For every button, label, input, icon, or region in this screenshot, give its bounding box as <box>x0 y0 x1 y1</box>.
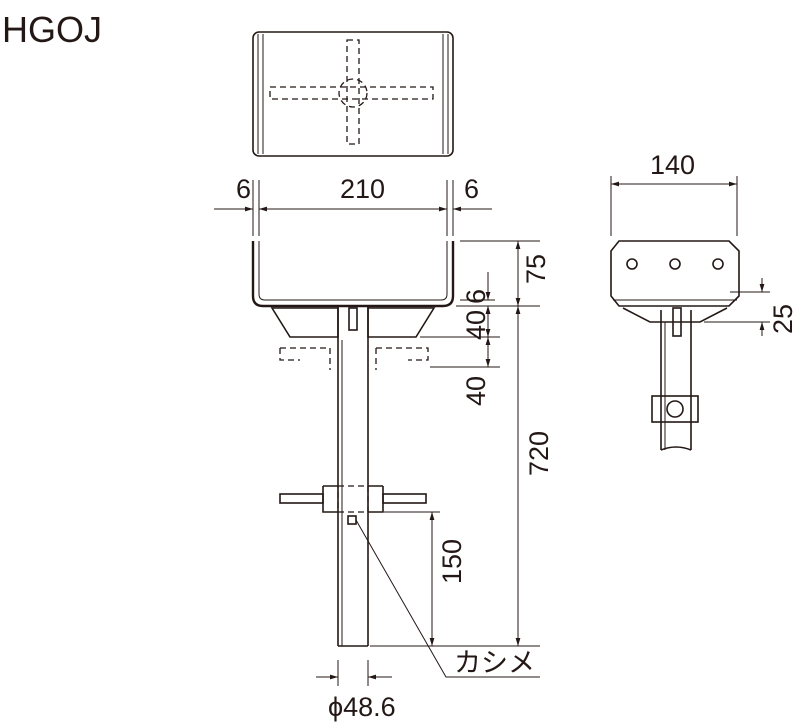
crimp-leader <box>355 519 540 678</box>
dim-top-height: 75 <box>521 254 551 284</box>
bolt-hole <box>712 258 724 270</box>
dim-left-gap: 6 <box>236 174 251 204</box>
hidden-cross-slot <box>269 39 434 145</box>
height-dimensions: 75 6 40 40 720 150 <box>370 240 554 647</box>
u-bracket <box>251 241 455 308</box>
dim-plate-thickness: 6 <box>461 289 491 304</box>
hidden-bracket <box>279 347 429 370</box>
top-view <box>252 31 454 157</box>
pipe-diameter-dimension: ϕ48.6 <box>316 660 396 722</box>
bolt-hole <box>669 258 681 270</box>
dim-lower-offset: 150 <box>437 539 467 584</box>
dim-side-plate: 25 <box>768 304 798 334</box>
side-clamp <box>651 395 699 423</box>
pipe-diameter-label: ϕ48.6 <box>328 692 396 722</box>
dim-total-height: 720 <box>524 431 554 476</box>
front-view: カシメ <box>251 241 540 678</box>
side-view: 140 25 <box>610 150 798 451</box>
pipe-clamp <box>279 485 427 513</box>
side-plate <box>610 240 740 307</box>
crimp-label: カシメ <box>454 648 535 678</box>
top-plate-outline <box>252 31 454 157</box>
crimp-mark <box>347 515 357 525</box>
dim-bracket-40-a: 40 <box>461 310 491 340</box>
width-dimensions: 6 210 6 <box>214 174 492 236</box>
dim-bracket-40-b: 40 <box>461 376 491 406</box>
dim-side-width: 140 <box>650 150 695 180</box>
drawing-title: HGOJ <box>2 9 102 50</box>
dim-width: 210 <box>340 174 385 204</box>
dim-right-gap: 6 <box>464 174 479 204</box>
bolt-hole <box>626 258 638 270</box>
